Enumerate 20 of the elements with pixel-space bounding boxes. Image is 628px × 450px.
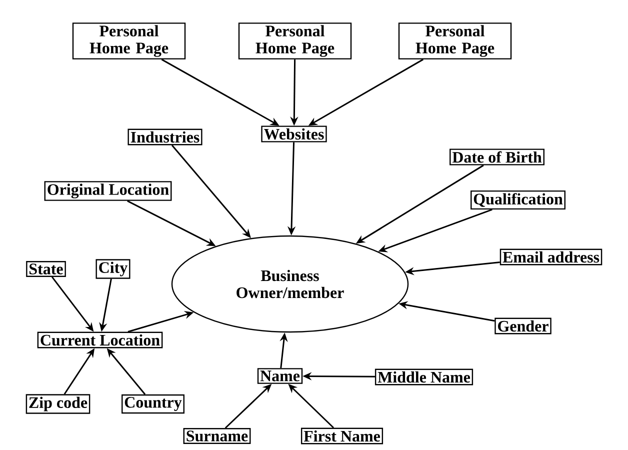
text-box: Middle Name xyxy=(374,368,474,386)
text-box: Original Location xyxy=(44,181,172,201)
text-box: Personal Home Page xyxy=(72,22,186,60)
text-box: Personal Home Page xyxy=(398,22,512,60)
text-box: City xyxy=(96,259,130,279)
text-box: Qualification xyxy=(470,190,566,210)
text-box: State xyxy=(26,261,66,277)
text-box: Date of Birth xyxy=(450,148,544,166)
text-box: Websites xyxy=(261,126,327,142)
text-box: Country xyxy=(122,394,184,414)
text-box: Surname xyxy=(183,428,251,444)
text-box: Personal Home Page xyxy=(238,22,352,60)
text-box: First Name xyxy=(300,428,384,444)
ellipse-node: Business Owner/member xyxy=(171,235,409,333)
text-box: Name xyxy=(257,368,303,384)
text-box: Current Location xyxy=(37,332,163,348)
text-box: Email address xyxy=(500,248,602,266)
text-box: Gender xyxy=(494,318,552,334)
text-box: Zip code xyxy=(26,394,90,414)
text-box: Industries xyxy=(128,128,202,146)
